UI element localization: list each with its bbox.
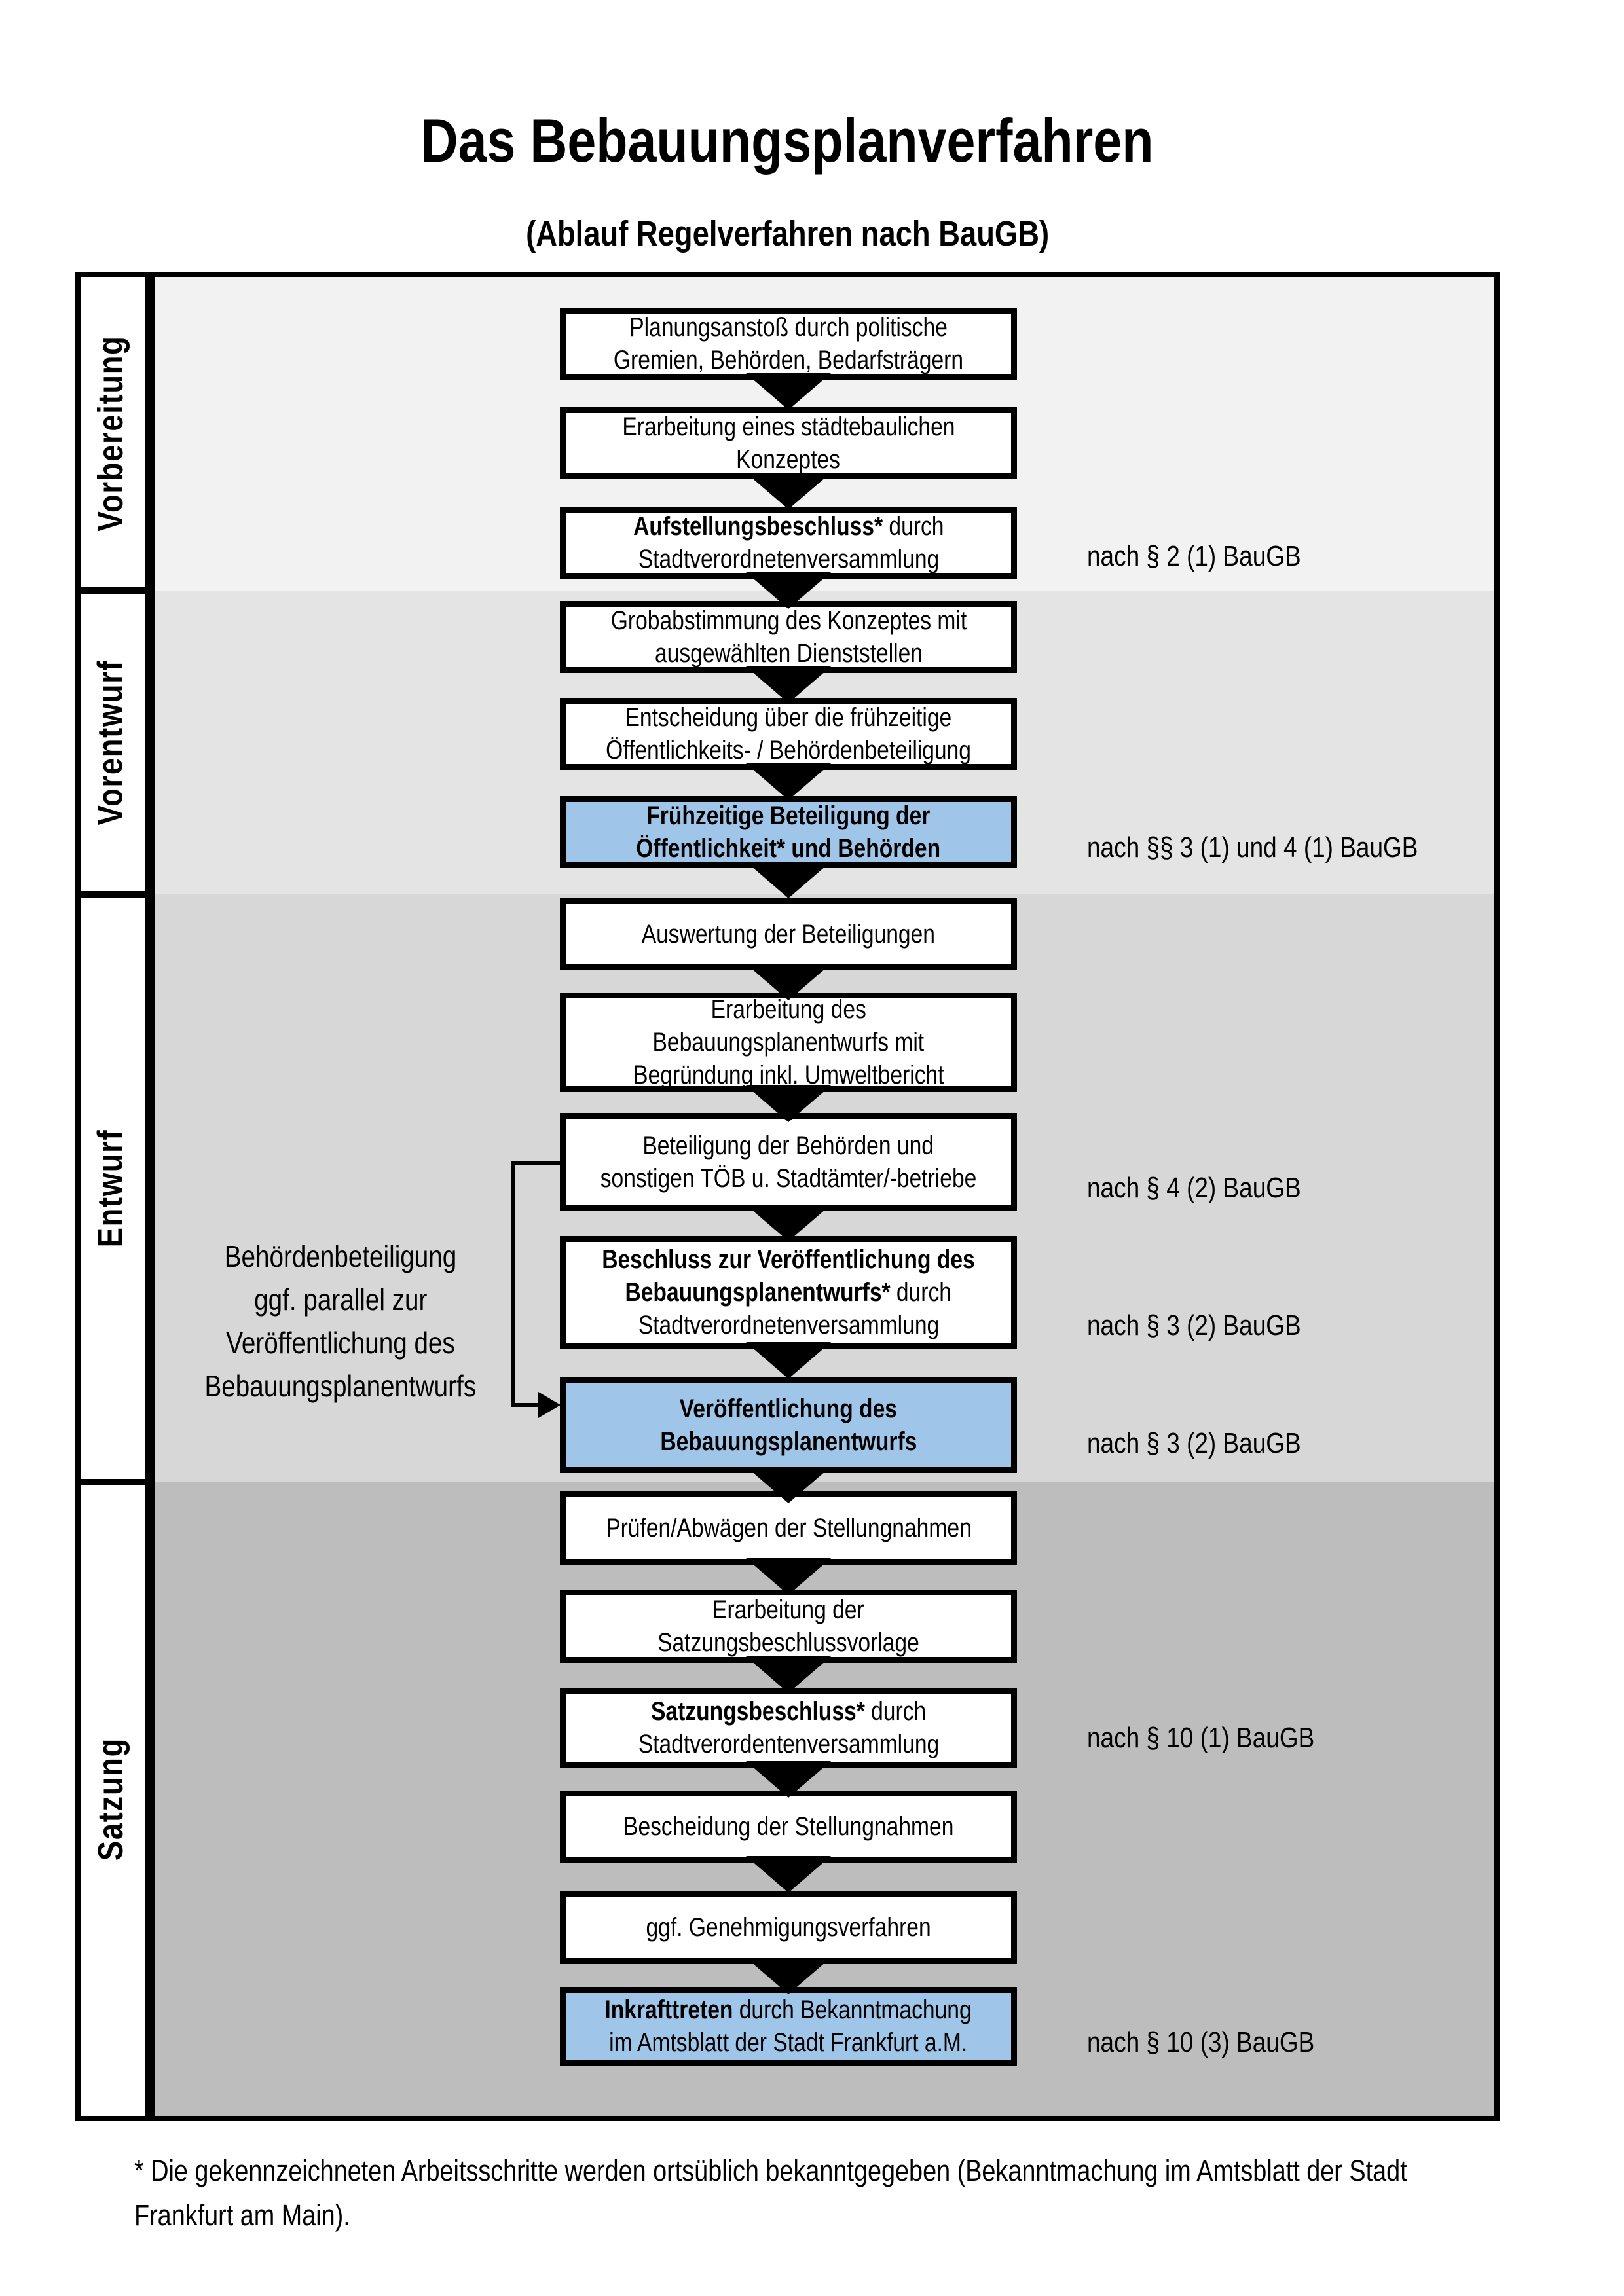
phase-label-satzung: Satzung	[90, 1737, 130, 1861]
parallel-connector-arrow-right-icon	[538, 1392, 561, 1418]
flow-arrow-down-icon	[746, 1342, 831, 1379]
step-auswertung-beteiligungen: Auswertung der Beteiligungen	[560, 898, 1017, 970]
phase-label-vorentwurf: Vorentwurf	[90, 659, 130, 826]
page-subtitle: (Ablauf Regelverfahren nach BauGB)	[526, 214, 1049, 253]
flow-arrow-down-icon	[746, 1085, 831, 1122]
flow-arrow-down-icon	[746, 373, 831, 410]
flow-arrow-down-icon	[746, 572, 831, 609]
flow-arrow-down-icon	[746, 1761, 831, 1798]
flow-arrow-down-icon	[746, 964, 831, 1000]
step-genehmigungsverfahren: ggf. Genehmigungsverfahren	[560, 1891, 1017, 1964]
step-bescheidung-stellungnahmen: Bescheidung der Stellungnahmen	[560, 1791, 1017, 1863]
flow-arrow-down-icon	[746, 1467, 831, 1503]
ref-baugb-10-3: nach § 10 (3) BauGB	[1087, 2026, 1315, 2058]
flow-arrow-down-icon	[746, 862, 831, 898]
page-title: Das Bebauungsplanverfahren	[421, 106, 1154, 175]
step-veroeffentlichung-entwurf: Veröffentlichung des Bebauungsplanentwur…	[560, 1377, 1017, 1473]
flow-arrow-down-icon	[746, 1958, 831, 1994]
step-erarbeitung-bebauungsplanentwurf: Erarbeitung des Bebauungsplanentwurfs mi…	[560, 993, 1017, 1092]
flow-arrow-down-icon	[746, 763, 831, 800]
flow-arrow-down-icon	[746, 1558, 831, 1595]
ref-baugb-3-4-1: nach §§ 3 (1) und 4 (1) BauGB	[1087, 831, 1418, 864]
flow-arrow-down-icon	[746, 1656, 831, 1693]
phase-cell-divider	[75, 587, 155, 594]
ref-baugb-4-2: nach § 4 (2) BauGB	[1087, 1172, 1301, 1204]
step-grobabstimmung: Grobabstimmung des Konzeptes mit ausgewä…	[560, 601, 1017, 673]
ref-baugb-3-2-a: nach § 3 (2) BauGB	[1087, 1309, 1301, 1341]
ref-baugb-2-1: nach § 2 (1) BauGB	[1087, 540, 1301, 572]
ref-baugb-10-1: nach § 10 (1) BauGB	[1087, 1722, 1315, 1754]
phase-cell-divider	[75, 891, 155, 898]
parallel-connector-vertical-line	[511, 1161, 515, 1407]
diagram-frame	[75, 272, 1500, 2121]
parallel-connector-bottom-line	[511, 1403, 541, 1407]
phase-column-divider	[145, 272, 155, 2121]
step-beteiligung-behoerden-toeb: Beteiligung der Behörden und sonstigen T…	[560, 1113, 1017, 1211]
step-planungsanstoss: Planungsanstoß durch politische Gremien,…	[560, 308, 1017, 380]
step-satzungsbeschlussvorlage: Erarbeitung der Satzungsbeschlussvorlage	[560, 1590, 1017, 1663]
phase-label-vorbereitung: Vorbereitung	[90, 335, 130, 532]
phase-label-entwurf: Entwurf	[90, 1129, 130, 1248]
flow-arrow-down-icon	[746, 1856, 831, 1893]
step-aufstellungsbeschluss: Aufstellungsbeschluss* durch Stadtverord…	[560, 507, 1017, 579]
step-beschluss-veroeffentlichung: Beschluss zur Veröffentlichung des Bebau…	[560, 1236, 1017, 1349]
step-staedtebauliches-konzept: Erarbeitung eines städtebaulichen Konzep…	[560, 407, 1017, 479]
parallel-connector-top-line	[511, 1161, 560, 1165]
phase-cell-divider	[75, 1479, 155, 1485]
step-satzungsbeschluss: Satzungsbeschluss* durch Stadtverordente…	[560, 1688, 1017, 1768]
step-entscheidung-beteiligung: Entscheidung über die frühzeitige Öffent…	[560, 698, 1017, 770]
footnote: * Die gekennzeichneten Arbeitsschritte w…	[134, 2154, 1407, 2232]
step-inkrafttreten: Inkrafttreten durch Bekanntmachung im Am…	[560, 1987, 1017, 2066]
step-fruehzeitige-beteiligung: Frühzeitige Beteiligung der Öffentlichke…	[560, 796, 1017, 868]
ref-baugb-3-2-b: nach § 3 (2) BauGB	[1087, 1427, 1301, 1459]
flow-arrow-down-icon	[746, 666, 831, 703]
flow-arrow-down-icon	[746, 1205, 831, 1241]
parallel-note: Behördenbeteiligung ggf. parallel zur Ve…	[204, 1239, 477, 1403]
flow-arrow-down-icon	[746, 473, 831, 509]
